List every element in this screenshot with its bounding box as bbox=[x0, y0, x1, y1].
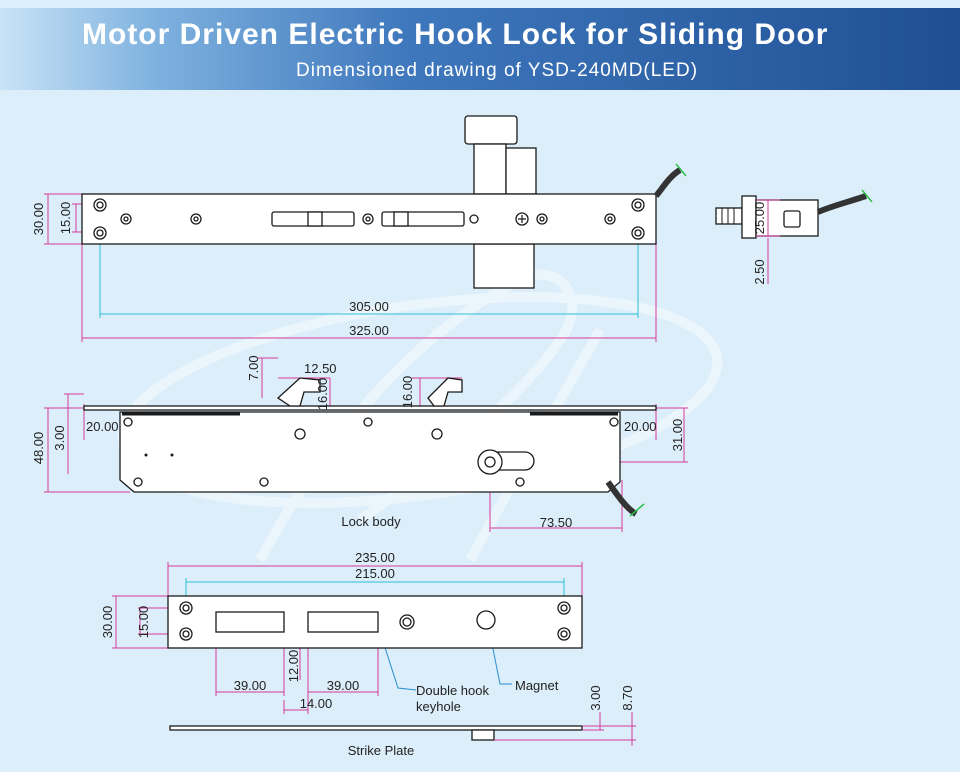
dim-top-total-length: 325.00 bbox=[349, 323, 389, 338]
lock-body-caption: Lock body bbox=[341, 514, 401, 529]
lock-body-view: 7.00 12.50 16.00 16.00 20.00 20.00 48.00… bbox=[31, 355, 688, 532]
title-banner: Motor Driven Electric Hook Lock for Slid… bbox=[0, 8, 960, 90]
dim-top-height: 30.00 bbox=[31, 203, 46, 236]
dim-slot-height: 12.00 bbox=[286, 650, 301, 683]
dim-cylinder-height: 31.00 bbox=[670, 419, 685, 452]
strike-plate-view: 235.00 215.00 30.00 15.00 39.00 39.00 12… bbox=[100, 550, 636, 758]
dim-plate-thickness: 3.00 bbox=[588, 685, 603, 710]
dim-strike-height: 30.00 bbox=[100, 606, 115, 639]
dim-top-hole-spacing: 15.00 bbox=[58, 202, 73, 235]
dim-end-body-height: 25.00 bbox=[752, 202, 767, 235]
hook-right bbox=[427, 377, 463, 407]
bolt-lower-block bbox=[473, 243, 535, 289]
dim-hook-width: 12.50 bbox=[304, 361, 337, 376]
end-spindle bbox=[715, 207, 743, 225]
dim-hook-height-left: 16.00 bbox=[315, 378, 330, 411]
keyhole-slot-left bbox=[215, 611, 285, 633]
dim-face-thickness: 3.00 bbox=[52, 425, 67, 450]
dim-top-hole-centres: 305.00 bbox=[349, 299, 389, 314]
dim-strike-hole-centres: 215.00 bbox=[355, 566, 395, 581]
dim-slot-width-right: 39.00 bbox=[327, 678, 360, 693]
strike-plate-caption: Strike Plate bbox=[348, 743, 414, 758]
dim-cylinder-offset: 73.50 bbox=[540, 515, 573, 530]
dim-right-end: 20.00 bbox=[624, 419, 657, 434]
dim-end-offset: 2.50 bbox=[752, 259, 767, 284]
hook-left bbox=[276, 377, 321, 407]
dim-slot-width-left: 39.00 bbox=[234, 678, 267, 693]
strike-plate-profile bbox=[169, 725, 583, 731]
bolt-head bbox=[464, 115, 518, 145]
end-view: 25.00 2.50 bbox=[715, 189, 873, 285]
dim-lock-height: 48.00 bbox=[31, 432, 46, 465]
dim-left-end: 20.00 bbox=[86, 419, 119, 434]
dim-hook-height-right: 16.00 bbox=[400, 376, 415, 409]
page-title: Motor Driven Electric Hook Lock for Slid… bbox=[82, 18, 829, 51]
keyhole-slot-right bbox=[307, 611, 379, 633]
magnet bbox=[476, 610, 496, 630]
dim-slot-gap: 14.00 bbox=[300, 696, 333, 711]
dim-hook-gap: 7.00 bbox=[246, 355, 261, 380]
keyhole-label: Double hook keyhole bbox=[416, 683, 489, 714]
top-view: 30.00 15.00 305.00 325.00 bbox=[31, 115, 687, 342]
dim-strike-total-length: 235.00 bbox=[355, 550, 395, 565]
magnet-label: Magnet bbox=[515, 678, 559, 693]
dim-strike-hole-spacing: 15.00 bbox=[136, 606, 151, 639]
dim-total-thickness: 8.70 bbox=[620, 685, 635, 710]
page-subtitle: Dimensioned drawing of YSD-240MD(LED) bbox=[296, 60, 699, 81]
lock-face-plate bbox=[83, 405, 657, 411]
